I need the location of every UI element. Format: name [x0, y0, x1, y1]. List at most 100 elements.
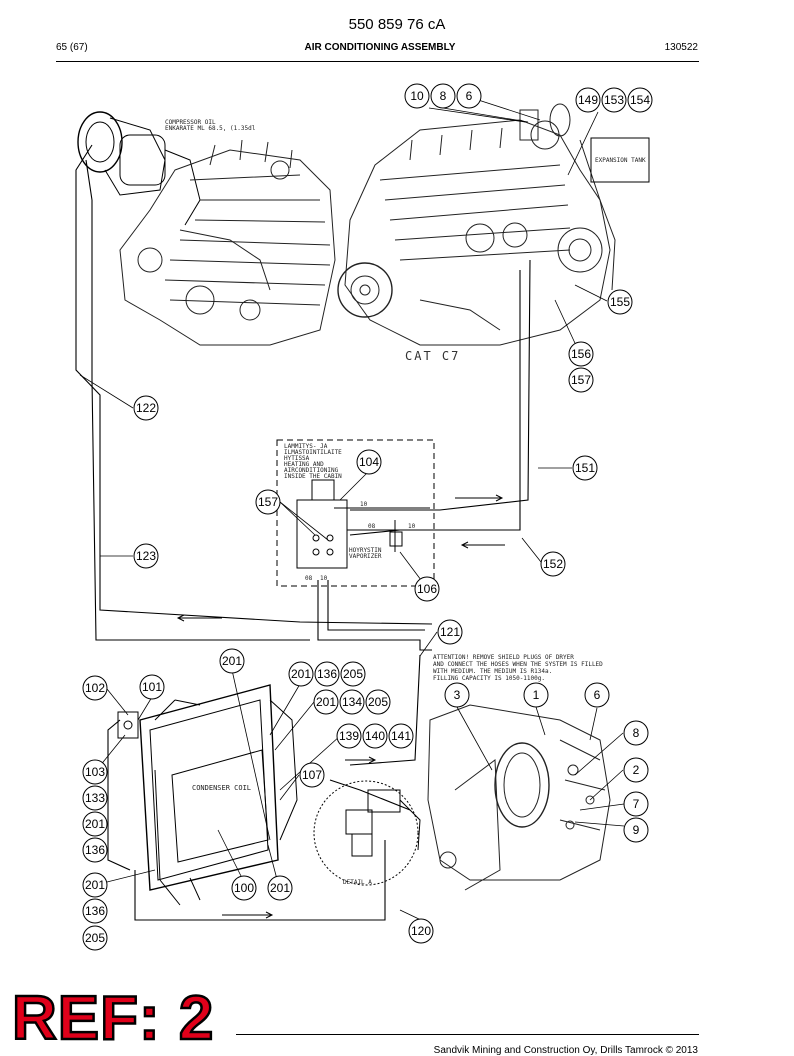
detail-a-drawing [313, 780, 421, 886]
callout-10: 104 [356, 449, 382, 475]
hose-lines [75, 144, 531, 921]
svg-text:121: 121 [440, 625, 460, 639]
callout-5: 154 [627, 87, 653, 113]
svg-text:201: 201 [85, 878, 105, 892]
callout-4: 153 [601, 87, 627, 113]
footer-rule [236, 1034, 699, 1035]
flow-arrows [176, 494, 505, 919]
svg-text:103: 103 [85, 765, 105, 779]
cabin-note-2: ILMASTOINTILAITE [284, 449, 342, 456]
svg-text:201: 201 [291, 667, 311, 681]
svg-text:151: 151 [575, 461, 595, 475]
svg-text:154: 154 [630, 93, 650, 107]
page-number: 65 (67) [56, 42, 88, 53]
callout-36: 133 [82, 785, 108, 811]
svg-text:107: 107 [302, 768, 322, 782]
svg-text:104: 104 [359, 455, 379, 469]
expansion-tank-label: EXPANSION TANK [595, 157, 646, 164]
attention-note-1: ATTENTION! REMOVE SHIELD PLUGS OF DRYER [433, 654, 574, 661]
callout-37: 7 [623, 791, 649, 817]
pipe-size-10b: 10 [408, 523, 416, 530]
attention-note-2: AND CONNECT THE HOSES WHEN THE SYSTEM IS… [433, 661, 603, 668]
svg-text:102: 102 [85, 681, 105, 695]
page-title: AIR CONDITIONING ASSEMBLY [304, 42, 456, 53]
callout-44: 136 [82, 898, 108, 924]
callout-14: 152 [540, 551, 566, 577]
svg-text:205: 205 [343, 667, 363, 681]
cabin-boundary [276, 439, 435, 587]
cabin-note-1: LAMMITYS- JA [284, 443, 328, 450]
leader-lines [79, 96, 625, 921]
callout-0: 10 [404, 83, 430, 109]
cabin-note-4: HEATING AND [284, 461, 324, 468]
attention-note-3: WITH MEDIUM. THE MEDIUM IS R134a. [433, 668, 552, 675]
callout-8: 157 [568, 367, 594, 393]
compressor-oil-note-1: COMPRESSOR OIL [165, 119, 216, 126]
svg-text:201: 201 [222, 654, 242, 668]
callout-30: 140 [362, 723, 388, 749]
header-rule [56, 61, 699, 62]
callout-2: 6 [456, 83, 482, 109]
left-engine-drawing [119, 139, 336, 346]
svg-text:152: 152 [543, 557, 563, 571]
callout-17: 201 [219, 648, 245, 674]
svg-text:201: 201 [316, 695, 336, 709]
vaporizer-drawing [296, 479, 430, 569]
callout-41: 201 [82, 872, 108, 898]
pipe-size-10a: 10 [360, 501, 368, 508]
svg-text:156: 156 [571, 347, 591, 361]
svg-text:141: 141 [391, 729, 411, 743]
document-code: 550 859 76 cA [348, 16, 446, 33]
cabin-note-5: AIRCONDITIONING [284, 467, 339, 474]
svg-text:205: 205 [368, 695, 388, 709]
svg-text:149: 149 [578, 93, 598, 107]
callout-19: 136 [314, 661, 340, 687]
svg-text:157: 157 [258, 495, 278, 509]
svg-text:2: 2 [633, 763, 640, 777]
svg-text:201: 201 [270, 881, 290, 895]
attention-note-4: FILLING CAPACITY IS 1050-1100g. [433, 675, 545, 682]
callout-16: 121 [437, 619, 463, 645]
svg-text:136: 136 [85, 904, 105, 918]
callout-28: 6 [584, 682, 610, 708]
pipe-size-10c: 10 [320, 575, 328, 582]
callout-7: 156 [568, 341, 594, 367]
callout-15: 106 [414, 576, 440, 602]
callout-46: 205 [82, 925, 108, 951]
svg-text:6: 6 [594, 688, 601, 702]
callout-32: 8 [623, 720, 649, 746]
pipe-size-08b: 08 [305, 575, 313, 582]
svg-text:201: 201 [85, 817, 105, 831]
callout-26: 3 [444, 682, 470, 708]
callout-11: 151 [572, 455, 598, 481]
svg-text:133: 133 [85, 791, 105, 805]
svg-text:136: 136 [85, 843, 105, 857]
callout-27: 1 [523, 682, 549, 708]
svg-text:8: 8 [440, 89, 447, 103]
svg-text:6: 6 [466, 89, 473, 103]
callout-18: 201 [288, 661, 314, 687]
detail-a-label: DETAIL A [343, 879, 372, 886]
svg-text:136: 136 [317, 667, 337, 681]
callout-22: 101 [139, 674, 165, 700]
engine-label: CAT C7 [405, 349, 460, 363]
svg-text:153: 153 [604, 93, 624, 107]
callout-35: 2 [623, 757, 649, 783]
callout-29: 139 [336, 723, 362, 749]
callout-bubbles: 10 8 6 149 153 154 155 156 157 122 104 1… [82, 83, 653, 951]
condenser-label: CONDENSER COIL [192, 784, 251, 792]
callout-33: 103 [82, 759, 108, 785]
right-engine-drawing [337, 103, 616, 346]
pipe-size-08a: 08 [368, 523, 376, 530]
callout-40: 136 [82, 837, 108, 863]
callout-9: 122 [133, 395, 159, 421]
callout-6: 155 [607, 289, 633, 315]
svg-text:157: 157 [571, 373, 591, 387]
callout-25: 205 [365, 689, 391, 715]
svg-text:9: 9 [633, 823, 640, 837]
condenser-drawing [117, 684, 298, 906]
cabin-note-3: HYTISSA [284, 455, 310, 462]
callout-1: 8 [430, 83, 456, 109]
svg-text:205: 205 [85, 931, 105, 945]
